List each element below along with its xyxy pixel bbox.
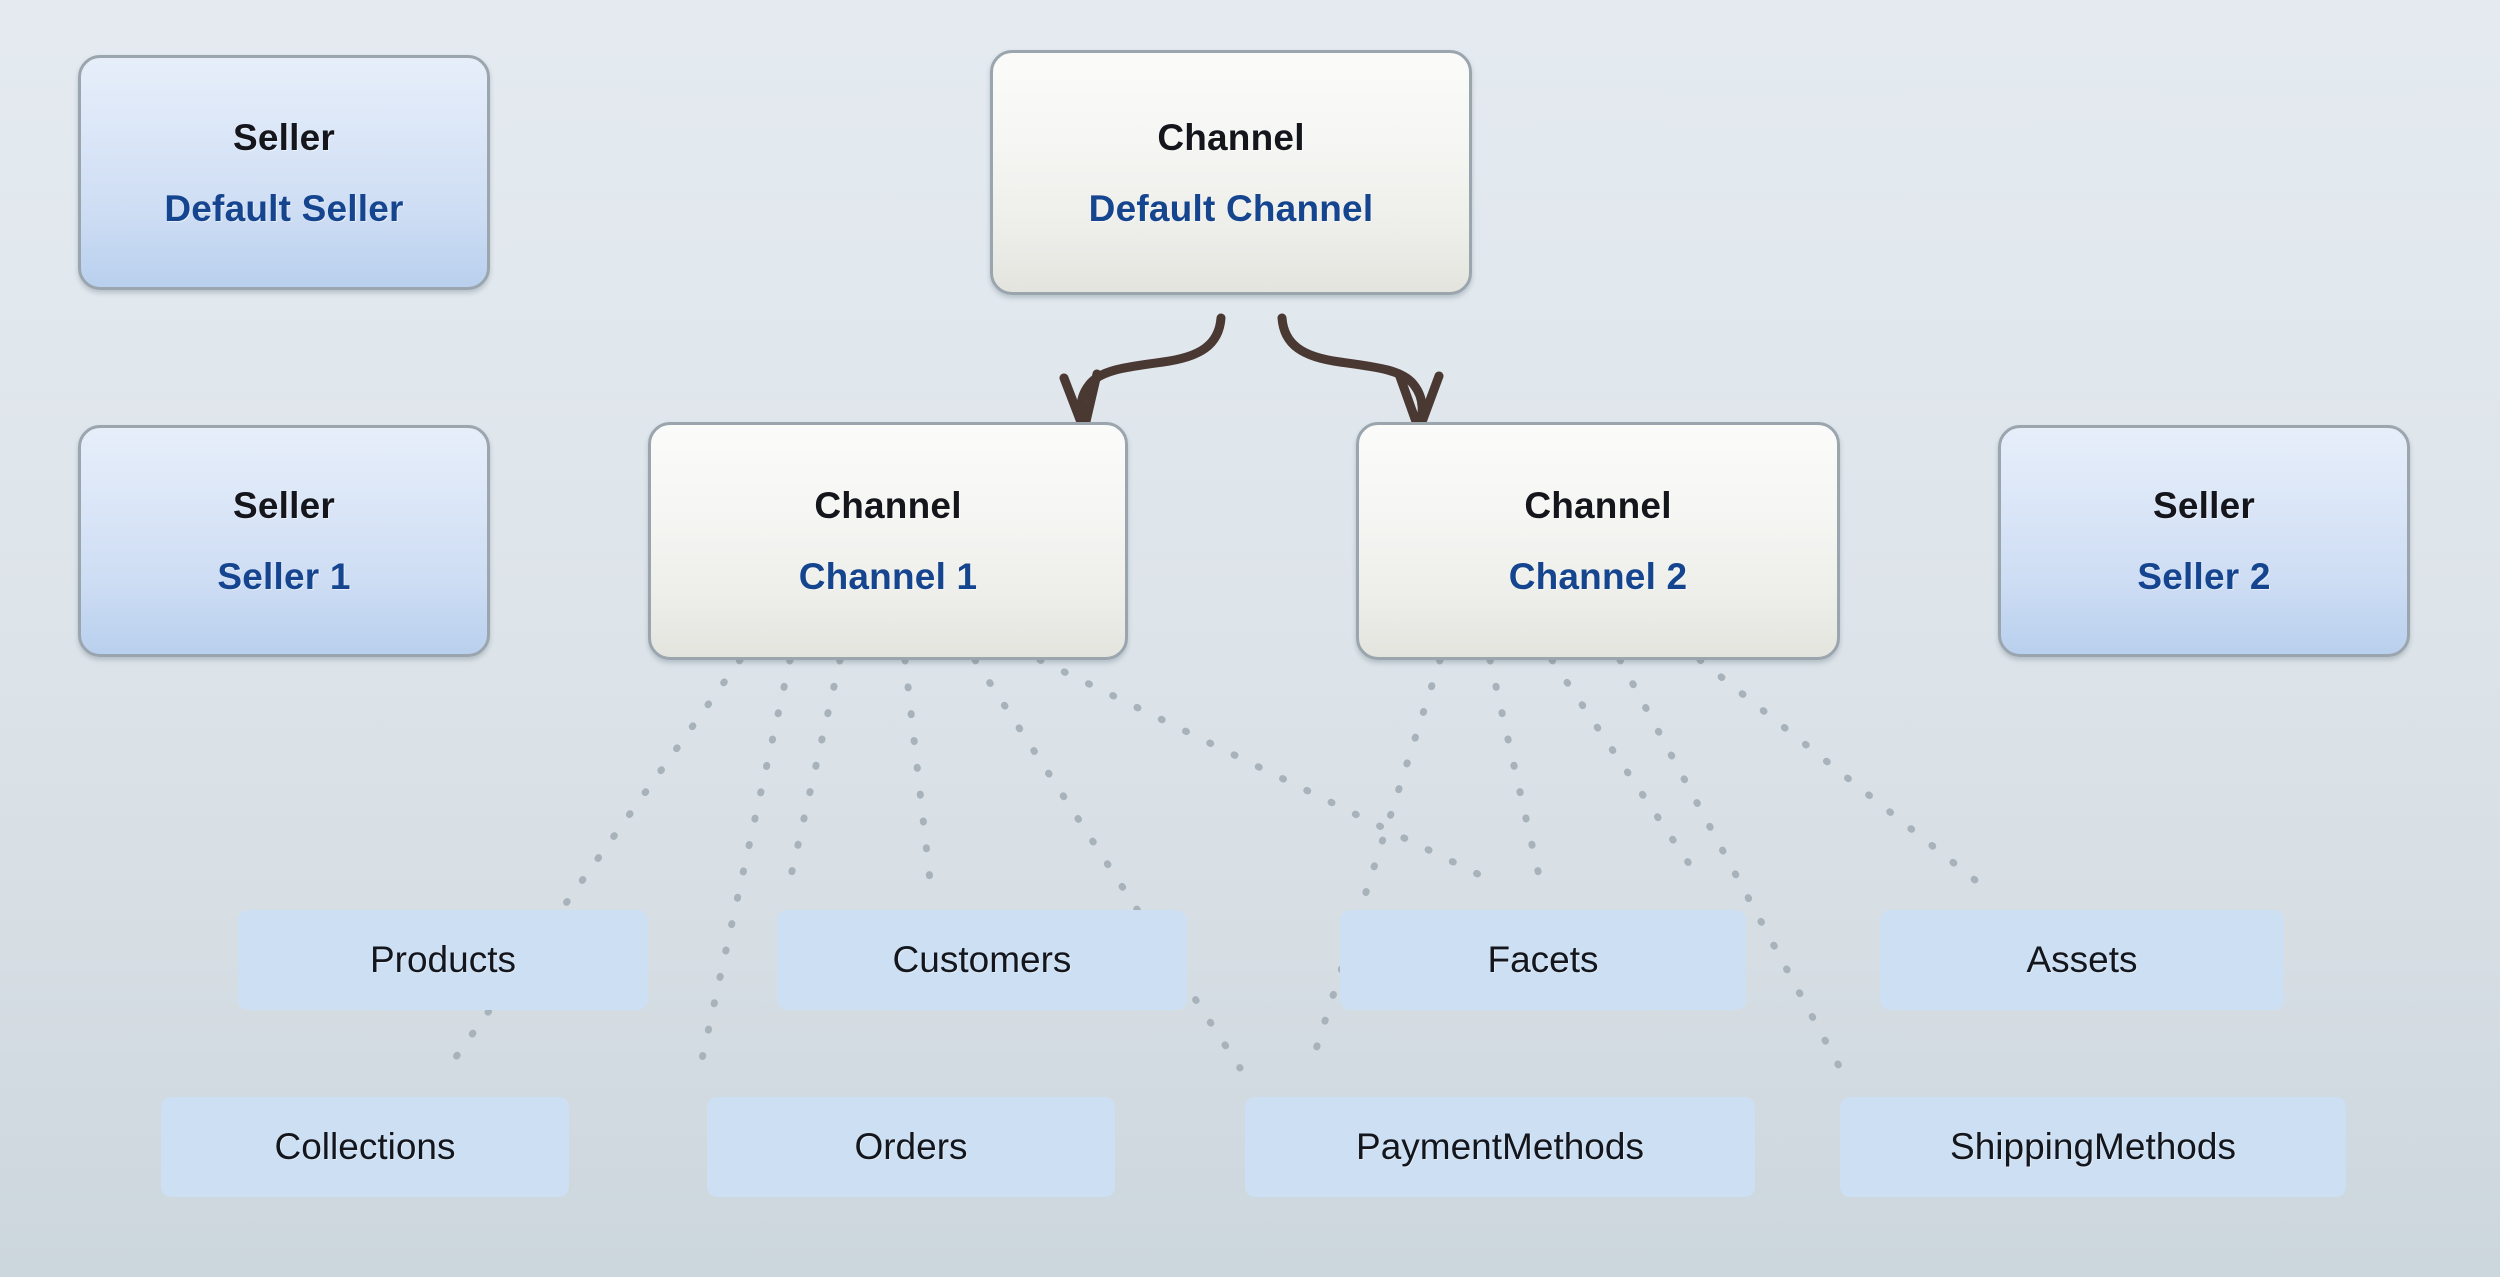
resource-chip-paymentmethods[interactable]: PaymentMethods bbox=[1245, 1097, 1755, 1197]
entity-seller-2[interactable]: Seller Seller 2 bbox=[1998, 425, 2410, 657]
entity-type-label: Seller bbox=[233, 485, 335, 526]
arrow-default-channel-to-channel-1 bbox=[1059, 313, 1226, 435]
entity-channel-1[interactable]: Channel Channel 1 bbox=[648, 422, 1128, 660]
resource-chip-customers[interactable]: Customers bbox=[777, 910, 1187, 1010]
entity-name-label: Seller 1 bbox=[217, 556, 351, 597]
entity-default-seller[interactable]: Seller Default Seller bbox=[78, 55, 490, 290]
entity-name-label: Seller 2 bbox=[2137, 556, 2271, 597]
resource-chip-assets[interactable]: Assets bbox=[1880, 910, 2284, 1010]
resource-chip-facets[interactable]: Facets bbox=[1340, 910, 1746, 1010]
entity-type-label: Channel bbox=[1524, 485, 1672, 526]
entity-channel-2[interactable]: Channel Channel 2 bbox=[1356, 422, 1840, 660]
entity-name-label: Default Seller bbox=[164, 187, 404, 229]
entity-type-label: Seller bbox=[2153, 485, 2255, 526]
entity-default-channel[interactable]: Channel Default Channel bbox=[990, 50, 1472, 295]
resource-chip-products[interactable]: Products bbox=[238, 910, 648, 1010]
resource-chip-shippingmethods[interactable]: ShippingMethods bbox=[1840, 1097, 2346, 1197]
entity-name-label: Channel 1 bbox=[798, 556, 978, 597]
entity-type-label: Seller bbox=[233, 116, 335, 158]
entity-type-label: Channel bbox=[1157, 116, 1305, 158]
resource-chip-collections[interactable]: Collections bbox=[161, 1097, 569, 1197]
entity-seller-1[interactable]: Seller Seller 1 bbox=[78, 425, 490, 657]
entity-type-label: Channel bbox=[814, 485, 962, 526]
resource-chip-orders[interactable]: Orders bbox=[707, 1097, 1115, 1197]
entity-name-label: Default Channel bbox=[1088, 187, 1374, 229]
arrow-default-channel-to-channel-2 bbox=[1277, 313, 1444, 435]
entity-name-label: Channel 2 bbox=[1508, 556, 1688, 597]
